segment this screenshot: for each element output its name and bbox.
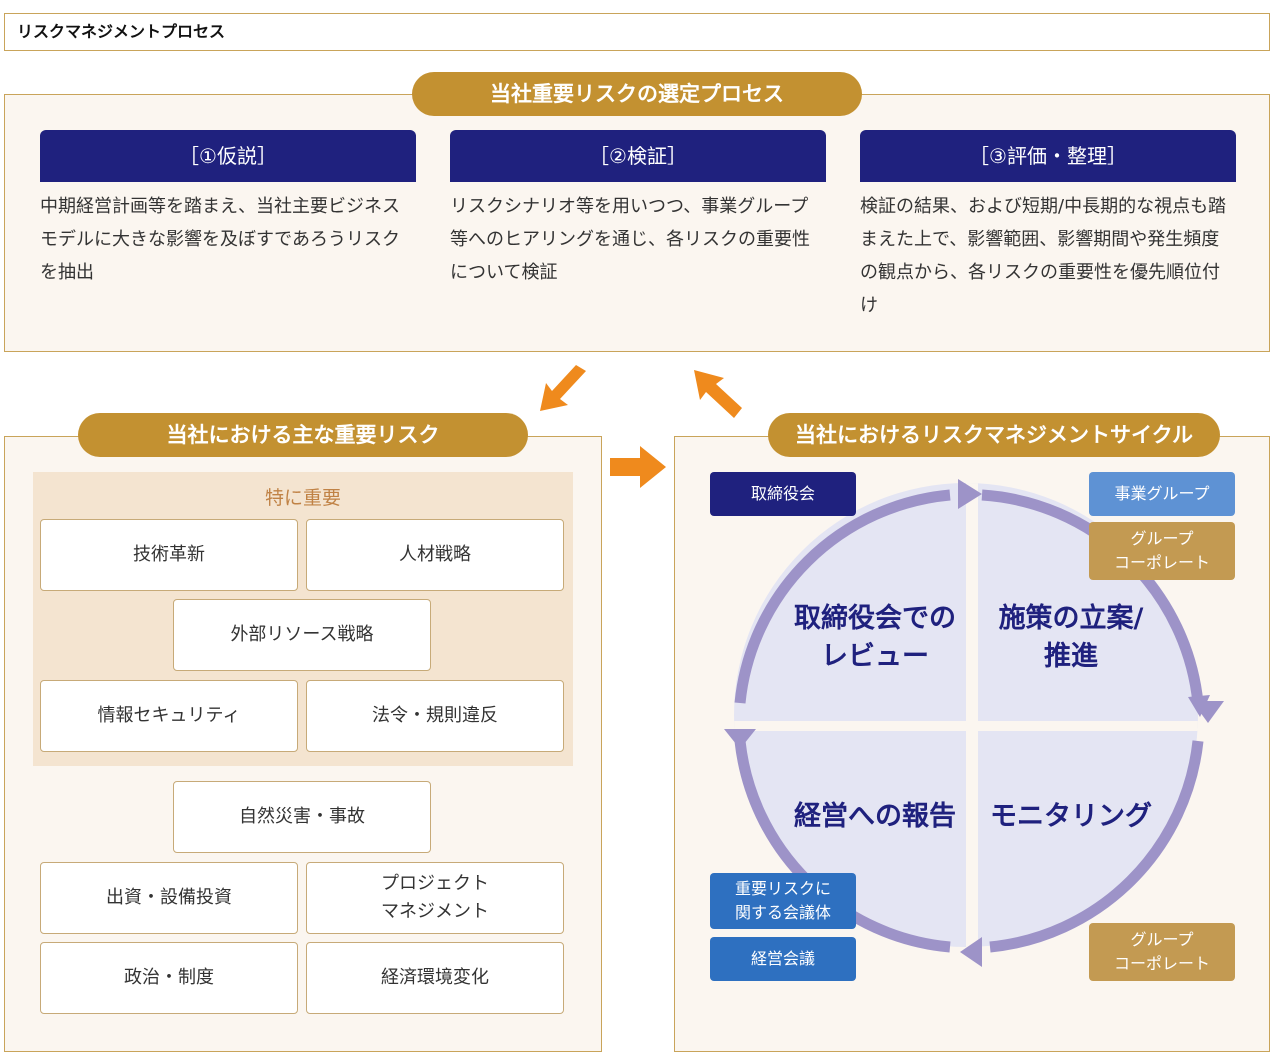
tag-group-corporate-bottom: グループ コーポレート <box>1089 923 1235 981</box>
step-verification-label: ［②検証］ <box>450 130 826 182</box>
key-risks-title: 当社における主な重要リスク <box>78 413 528 457</box>
tag-management-meeting: 経営会議 <box>710 937 856 981</box>
quadrant-planning: 施策の立案/ 推進 <box>998 603 1144 672</box>
step-evaluation: ［③評価・整理］ 検証の結果、および短期/中長期的な視点も踏まえた上で、影響範囲… <box>860 130 1236 322</box>
arrow-up-left-icon <box>694 370 742 418</box>
step-evaluation-label: ［③評価・整理］ <box>860 130 1236 182</box>
step-hypothesis-label: ［①仮説］ <box>40 130 416 182</box>
risk-item: 自然災害・事故 <box>173 781 431 853</box>
tag-risk-council: 重要リスクに 関する会議体 <box>710 873 856 929</box>
risk-item: 法令・規則違反 <box>306 680 564 752</box>
page-header: リスクマネジメントプロセス <box>4 13 1270 51</box>
risk-cycle-title: 当社におけるリスクマネジメントサイクル <box>768 413 1220 457</box>
selection-process-title: 当社重要リスクの選定プロセス <box>412 72 862 116</box>
risk-item: 技術革新 <box>40 519 298 591</box>
arrow-right-icon <box>610 446 666 488</box>
quadrant-board-review: 取締役会での レビュー <box>794 603 956 672</box>
tag-group-corporate-top: グループ コーポレート <box>1089 522 1235 580</box>
risk-item: 外部リソース戦略 <box>173 599 431 671</box>
step-verification-text: リスクシナリオ等を用いつつ、事業グループ等へのヒアリングを通じ、各リスクの重要性… <box>450 196 810 283</box>
step-verification: ［②検証］ リスクシナリオ等を用いつつ、事業グループ等へのヒアリングを通じ、各リ… <box>450 130 826 289</box>
tag-business-group: 事業グループ <box>1089 472 1235 516</box>
risk-item: 経済環境変化 <box>306 942 564 1014</box>
risk-item: プロジェクト マネジメント <box>306 862 564 934</box>
risk-item: 情報セキュリティ <box>40 680 298 752</box>
step-hypothesis: ［①仮説］ 中期経営計画等を踏まえ、当社主要ビジネスモデルに大きな影響を及ぼすで… <box>40 130 416 289</box>
step-evaluation-text: 検証の結果、および短期/中長期的な視点も踏まえた上で、影響範囲、影響期間や発生頻… <box>860 196 1227 316</box>
step-hypothesis-text: 中期経営計画等を踏まえ、当社主要ビジネスモデルに大きな影響を及ぼすであろうリスク… <box>40 196 400 283</box>
quadrant-monitoring: モニタリング <box>990 801 1152 832</box>
tag-board: 取締役会 <box>710 472 856 516</box>
risk-item: 出資・設備投資 <box>40 862 298 934</box>
risk-item: 人材戦略 <box>306 519 564 591</box>
highly-important-label: 特に重要 <box>264 487 341 509</box>
page-title: リスクマネジメントプロセス <box>17 22 226 41</box>
quadrant-reporting: 経営への報告 <box>794 801 956 832</box>
arrow-down-left-icon <box>540 365 586 411</box>
risk-item: 政治・制度 <box>40 942 298 1014</box>
